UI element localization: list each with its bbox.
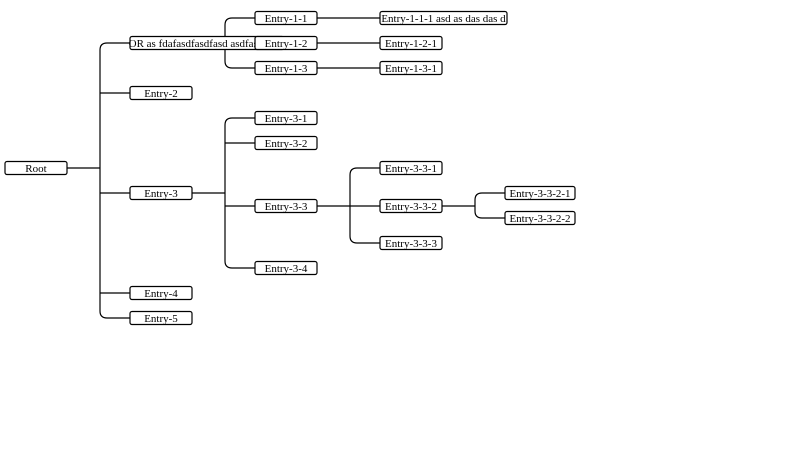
branch-line xyxy=(99,168,130,319)
node-entry-5[interactable]: Entry-5 xyxy=(129,310,193,326)
node-label: OR as fdafasdfasdfasd asdfasdfasdf xyxy=(129,38,286,50)
node-box xyxy=(129,310,193,326)
node-label: Entry-3-4 xyxy=(265,263,308,275)
branch-line xyxy=(349,206,380,244)
node-box xyxy=(379,198,443,214)
node-box xyxy=(254,60,318,76)
node-label: Entry-3-3-3 xyxy=(385,238,437,250)
node-label: Entry-1-3-1 xyxy=(385,63,437,75)
node-box xyxy=(504,210,576,226)
node-label: Entry-2 xyxy=(144,88,178,100)
branch-line xyxy=(349,167,380,206)
node-root[interactable]: Root xyxy=(4,160,68,176)
node-label: Entry-1-1-1 asd as das das d xyxy=(381,13,506,25)
node-entry-3-3[interactable]: Entry-3-3 xyxy=(254,198,318,214)
node-box xyxy=(379,35,443,51)
branch-line xyxy=(224,43,255,69)
node-label: Entry-3-3-2-2 xyxy=(509,213,570,225)
node-entry-3-1[interactable]: Entry-3-1 xyxy=(254,110,318,126)
node-box xyxy=(129,85,193,101)
node-label: Entry-3-3-1 xyxy=(385,163,437,175)
node-label: Entry-3 xyxy=(144,188,178,200)
node-label: Root xyxy=(25,163,46,175)
node-box xyxy=(379,235,443,251)
node-box xyxy=(254,198,318,214)
branch-line xyxy=(224,17,255,43)
node-entry-3-3-3[interactable]: Entry-3-3-3 xyxy=(379,235,443,251)
node-box xyxy=(379,10,508,26)
node-box xyxy=(129,185,193,201)
node-entry-3-3-2-1[interactable]: Entry-3-3-2-1 xyxy=(504,185,576,201)
node-label: Entry-1-1 xyxy=(265,13,308,25)
node-entry-3-3-2[interactable]: Entry-3-3-2 xyxy=(379,198,443,214)
node-box xyxy=(379,60,443,76)
branch-line xyxy=(224,117,255,193)
node-box xyxy=(254,260,318,276)
node-entry-3-4[interactable]: Entry-3-4 xyxy=(254,260,318,276)
node-box xyxy=(254,10,318,26)
node-label: Entry-4 xyxy=(144,288,178,300)
node-label: Entry-3-3 xyxy=(265,201,308,213)
node-label: Entry-3-3-2-1 xyxy=(509,188,570,200)
node-label: Entry-1-2-1 xyxy=(385,38,437,50)
node-entry-3-3-1[interactable]: Entry-3-3-1 xyxy=(379,160,443,176)
node-box xyxy=(254,110,318,126)
branch-line xyxy=(99,42,130,168)
node-entry-3-3-2-2[interactable]: Entry-3-3-2-2 xyxy=(504,210,576,226)
node-box xyxy=(129,285,193,301)
node-entry-4[interactable]: Entry-4 xyxy=(129,285,193,301)
node-label: Entry-5 xyxy=(144,313,178,325)
node-box xyxy=(4,160,68,176)
node-box xyxy=(254,135,318,151)
node-entry-3[interactable]: Entry-3 xyxy=(129,185,193,201)
node-box xyxy=(504,185,576,201)
branch-line xyxy=(474,206,505,219)
node-box xyxy=(254,35,318,51)
node-label: Entry-3-3-2 xyxy=(385,201,437,213)
node-or-as-fdafasdfasdfasd-asdfasdfasdf[interactable]: OR as fdafasdfasdfasd asdfasdfasdf xyxy=(129,35,286,51)
node-label: Entry-1-3 xyxy=(265,63,308,75)
tree-edges xyxy=(67,17,505,319)
node-entry-1-1[interactable]: Entry-1-1 xyxy=(254,10,318,26)
node-label: Entry-3-2 xyxy=(265,138,308,150)
branch-line xyxy=(224,193,255,269)
node-entry-2[interactable]: Entry-2 xyxy=(129,85,193,101)
node-entry-3-2[interactable]: Entry-3-2 xyxy=(254,135,318,151)
branch-line xyxy=(474,192,505,206)
node-label: Entry-3-1 xyxy=(265,113,308,125)
node-entry-1-2[interactable]: Entry-1-2 xyxy=(254,35,318,51)
node-entry-1-3[interactable]: Entry-1-3 xyxy=(254,60,318,76)
node-label: Entry-1-2 xyxy=(265,38,308,50)
node-box xyxy=(379,160,443,176)
node-entry-1-2-1[interactable]: Entry-1-2-1 xyxy=(379,35,443,51)
node-entry-1-3-1[interactable]: Entry-1-3-1 xyxy=(379,60,443,76)
node-entry-1-1-1-asd-as-das-das-d[interactable]: Entry-1-1-1 asd as das das d xyxy=(379,10,508,26)
